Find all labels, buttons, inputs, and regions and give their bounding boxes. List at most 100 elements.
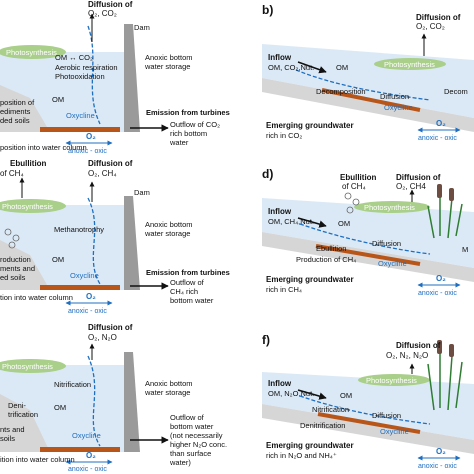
algae-mat bbox=[0, 199, 66, 213]
diffusion-inner-label: Diffusion bbox=[372, 411, 401, 420]
panel-label: b) bbox=[262, 3, 273, 17]
inflow-label: Inflow bbox=[268, 207, 292, 216]
bottom-label: position into water column bbox=[0, 143, 87, 152]
sediment-bed bbox=[321, 88, 421, 112]
turbines-label: Emission from turbines bbox=[146, 108, 230, 117]
photosynthesis-label: Photosynthesis bbox=[2, 362, 53, 371]
storage-label-2: water storage bbox=[144, 229, 190, 238]
groundwater-sub-label: rich in CO₂ bbox=[266, 131, 302, 140]
groundwater-sub-label: rich in N₂O and NH₄⁺ bbox=[266, 451, 337, 460]
process-label: Nitrification bbox=[54, 380, 91, 389]
outflow-label-2: bottom water bbox=[170, 422, 214, 431]
om-label: OM bbox=[54, 403, 66, 412]
inflow-sub-label: OM, CO₂,Nut. bbox=[268, 63, 314, 72]
photosynthesis-label: Photosynthesis bbox=[6, 48, 57, 57]
inflow-label: Inflow bbox=[268, 379, 292, 388]
storage-label-2: water storage bbox=[144, 62, 190, 71]
left-label-4: soils bbox=[0, 434, 15, 443]
groundwater-label: Emerging groundwater bbox=[266, 441, 354, 450]
reed-plant-icon bbox=[427, 340, 463, 411]
sediment-bed bbox=[40, 127, 120, 132]
sediment-bed bbox=[317, 412, 421, 434]
o2-label: O₂ bbox=[436, 447, 446, 456]
gradient-label: anoxic - oxic bbox=[68, 308, 107, 315]
dam-label: Dam bbox=[134, 23, 150, 32]
ebullition-gas-label: of CH₄ bbox=[342, 182, 366, 191]
inflow-arrow bbox=[297, 217, 327, 228]
oxycline-label: Oxycline bbox=[384, 103, 413, 112]
om-label: OM bbox=[340, 391, 352, 400]
gradient-label: anoxic - oxic bbox=[418, 463, 457, 470]
land-slope bbox=[0, 240, 50, 290]
photosynthesis-label: Photosynthesis bbox=[366, 376, 417, 385]
bubble bbox=[8, 241, 16, 249]
sediment-bed bbox=[40, 285, 120, 290]
panel-d: d) Ebullition of CH₄ Diffusion of O₂, CH… bbox=[262, 167, 474, 297]
diffusion-label: Diffusion of bbox=[88, 0, 133, 9]
diffusion-inner-label: Diffusion bbox=[372, 239, 401, 248]
left-label-3: ded soils bbox=[0, 116, 30, 125]
reed-plant-icon bbox=[427, 184, 463, 239]
bubble bbox=[352, 198, 360, 206]
algae-mat bbox=[354, 201, 430, 213]
left-label-3: nts and bbox=[0, 425, 25, 434]
production-label: Production of CH₄ bbox=[296, 255, 356, 264]
land-slope bbox=[0, 394, 50, 452]
outflow-label-2: CH₄ rich bbox=[170, 287, 198, 296]
outflow-label-3: (not necessarily bbox=[170, 431, 223, 440]
dam-label: Dam bbox=[134, 188, 150, 197]
ebullition-inner-label: Ebullition bbox=[316, 244, 346, 253]
panel-a: Diffusion of O₂, CO₂ Dam Photosynthesis … bbox=[0, 0, 230, 155]
turbines-label: Emission from turbines bbox=[146, 268, 230, 277]
diffusion-gas-label: O₂, CO₂ bbox=[416, 22, 445, 31]
om-label: OM bbox=[52, 255, 64, 264]
inflow-sub-label: OM, N₂O,Nut. bbox=[268, 389, 314, 398]
oxycline-label: Oxycline bbox=[66, 111, 95, 120]
groundwater-label: Emerging groundwater bbox=[266, 275, 354, 284]
diffusion-label: Diffusion of bbox=[396, 173, 441, 182]
diffusion-gas-label: O₂, CH4 bbox=[396, 182, 426, 191]
outflow-label-2: rich bottom bbox=[170, 129, 207, 138]
land-slope bbox=[0, 85, 50, 132]
process-label: Methanotrophy bbox=[54, 225, 104, 234]
om-label: OM bbox=[336, 63, 348, 72]
land-slope bbox=[262, 404, 474, 454]
land-slope bbox=[262, 78, 474, 132]
outflow-label-1: Outflow of CO₂ bbox=[170, 120, 220, 129]
bubble bbox=[4, 228, 12, 236]
outflow-label-4: higher N₂O conc. bbox=[170, 440, 227, 449]
oxycline-curve bbox=[87, 355, 101, 447]
oxycline-curve bbox=[299, 223, 431, 255]
photosynthesis-label: Photosynthesis bbox=[364, 203, 415, 212]
photosynthesis-label: Photosynthesis bbox=[384, 60, 435, 69]
oxycline-label: Oxycline bbox=[70, 271, 99, 280]
left-label-1: position of bbox=[0, 98, 35, 107]
left-label-1: Deni- bbox=[8, 401, 26, 410]
storage-label-1: Anoxic bottom bbox=[145, 379, 193, 388]
panel-label: d) bbox=[262, 167, 273, 181]
bottom-label: tion into water column bbox=[0, 293, 73, 302]
ebullition-label: Ebullition bbox=[340, 173, 377, 182]
left-label-3: ed soils bbox=[0, 273, 26, 282]
sediment-bed bbox=[315, 244, 421, 266]
gradient-label: anoxic - oxic bbox=[68, 466, 107, 473]
panel-f: f) Diffusion of O₂, N₂, N₂O Inflow OM, N… bbox=[262, 333, 474, 470]
o2-label: O₂ bbox=[86, 451, 96, 460]
dam bbox=[124, 24, 140, 132]
panel-c: Ebullition of CH₄ Diffusion of O₂, CH₄ D… bbox=[0, 159, 230, 315]
o2-label: O₂ bbox=[86, 132, 96, 141]
denitrification-label: Denitrification bbox=[300, 421, 345, 430]
inflow-sub-label: OM, CH₄,Nut. bbox=[268, 217, 314, 226]
outflow-label-1: Outflow of bbox=[170, 278, 205, 287]
left-label-2: ments and bbox=[0, 264, 35, 273]
lake-water bbox=[262, 198, 474, 268]
left-label-1: roduction bbox=[0, 255, 31, 264]
ebullition-gas-label: of CH₄ bbox=[0, 169, 24, 178]
diffusion-inner-label: Diffusion bbox=[380, 92, 409, 101]
dam bbox=[124, 196, 140, 290]
oxycline-label: Oxycline bbox=[72, 431, 101, 440]
dam bbox=[124, 352, 140, 452]
om-label: OM bbox=[52, 95, 64, 104]
sediment-bed bbox=[40, 447, 120, 452]
